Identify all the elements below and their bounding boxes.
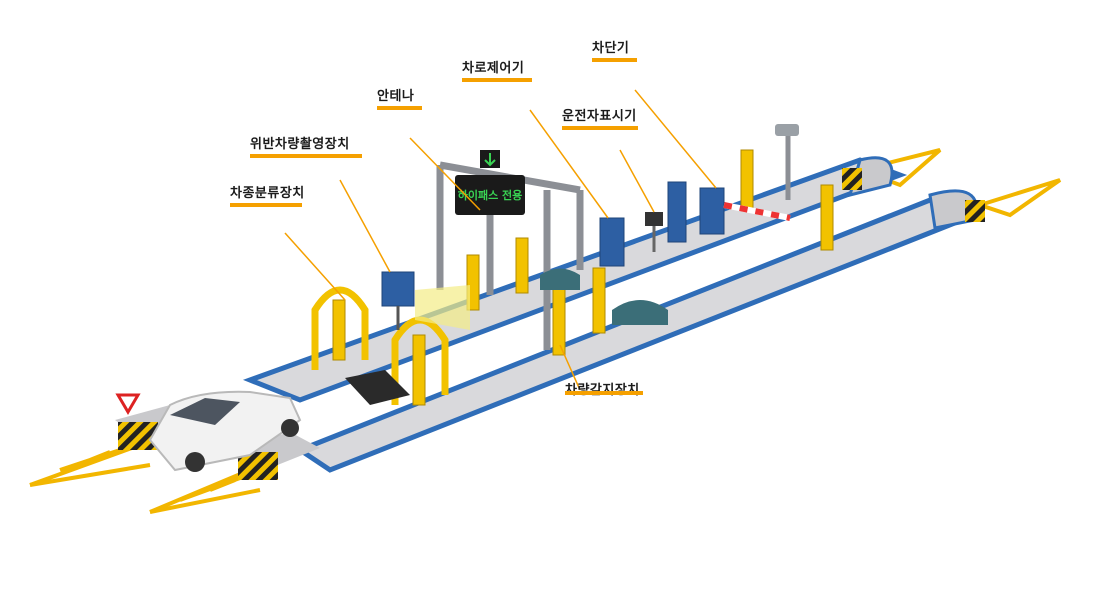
violation-camera-unit	[381, 271, 470, 330]
callout-label: 안테나	[377, 89, 415, 104]
hazard-block	[842, 168, 862, 190]
cctv-camera	[775, 124, 799, 200]
callout-label: 차량감지장치	[565, 379, 640, 398]
callout-label: 위반차량촬영장치	[250, 137, 350, 152]
callout-label: 차로제어기	[462, 61, 525, 76]
vehicle-detector-loops	[345, 268, 668, 405]
driver-display-panel	[645, 212, 663, 226]
booth-cabinet	[667, 181, 687, 243]
lane-controller-cabinet	[599, 217, 625, 267]
lane-island-front	[294, 189, 985, 473]
gantry-sign-text: 하이패스 전용	[458, 188, 523, 202]
barrier-arm	[723, 202, 791, 221]
callout-label: 차종분류장치	[230, 186, 305, 201]
yellow-posts	[332, 149, 834, 406]
gantry-sign	[455, 175, 525, 215]
hazard-block	[965, 200, 985, 222]
car	[148, 390, 302, 472]
callout-label: 차단기	[592, 41, 630, 56]
yield-sign-icon	[115, 393, 141, 415]
barrier-cabinet	[699, 187, 725, 235]
leader-lines	[284, 89, 717, 391]
down-arrow-icon	[484, 153, 496, 167]
callout-label: 운전자표시기	[562, 109, 637, 124]
